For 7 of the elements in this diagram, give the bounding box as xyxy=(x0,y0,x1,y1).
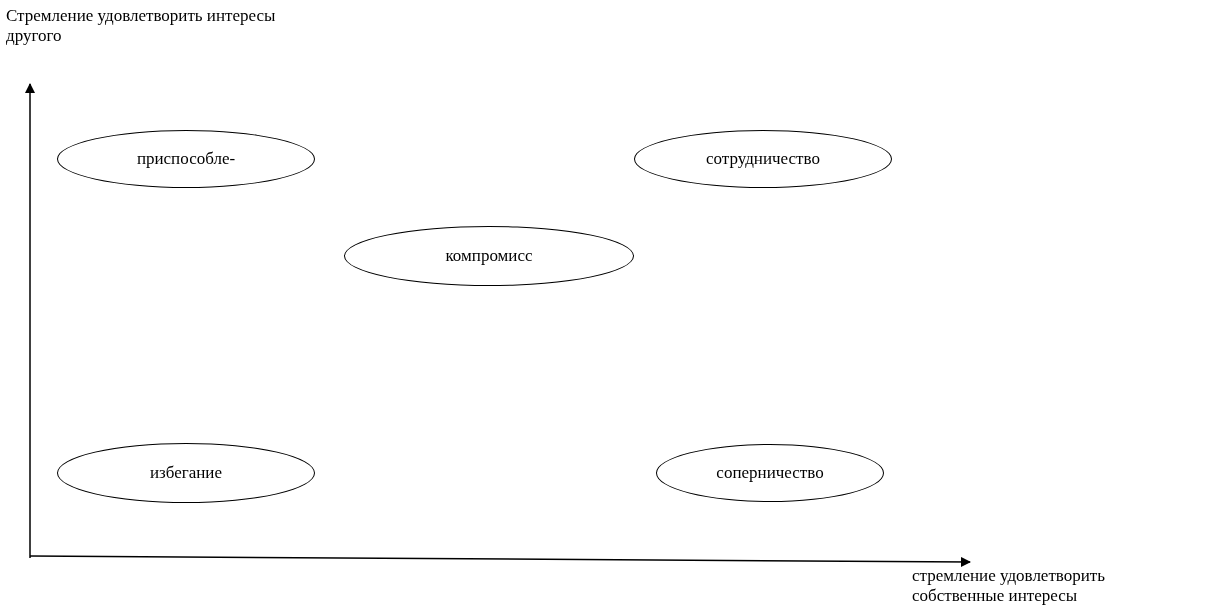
vertical-axis-label: Стремление удовлетворить интересы другого xyxy=(6,6,277,46)
node-label: соперничество xyxy=(716,463,824,483)
node-label: сотрудничество xyxy=(706,149,820,169)
horizontal-axis-label: стремление удовлетворить собственные интересы xyxy=(912,566,1107,606)
node-label: компромисс xyxy=(445,246,533,266)
node-label: избегание xyxy=(149,463,222,483)
node-label: приспособле- xyxy=(136,149,236,169)
